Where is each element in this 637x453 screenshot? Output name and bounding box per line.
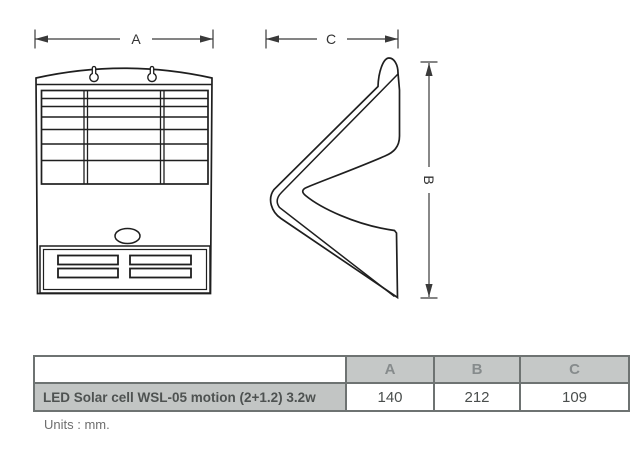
led-slot [129,267,192,279]
front-view [35,65,213,295]
value-c-cell: 109 [519,382,630,412]
side-view [269,57,401,300]
dim-a-arrow-right [200,35,213,43]
grid-row-lines [41,97,208,162]
dimension-table: A B C LED Solar cell WSL-05 motion (2+1.… [33,355,630,412]
led-slot [57,267,119,279]
table-header-row: A B C [33,355,630,384]
product-name-cell: LED Solar cell WSL-05 motion (2+1.2) 3.2… [33,382,347,412]
value-a-cell: 140 [345,382,435,412]
side-profile-outline [269,57,401,300]
dim-c-arrow-left [266,35,279,43]
dim-b-arrow-top [425,63,433,76]
units-note: Units : mm. [44,417,110,432]
dimension-b: B [420,61,438,299]
dim-c-label: C [326,31,336,47]
side-profile-inner-line [276,73,399,298]
technical-drawing: A C B [34,29,438,300]
table-row: LED Solar cell WSL-05 motion (2+1.2) 3.2… [33,382,630,412]
solar-panel-grid [40,89,209,185]
dim-c-arrow-right [385,35,398,43]
body-outline [35,67,213,295]
grid-column-lines [83,90,165,184]
led-slot [57,254,119,266]
led-panel-inner [42,248,208,291]
keyhole-slot-right [147,65,157,83]
column-header-a: A [345,355,435,384]
table-blank-cell [33,355,347,384]
keyhole-slot-left [89,65,99,83]
dimension-c: C [265,29,399,49]
led-slot [129,254,192,266]
dim-b-arrow-bottom [425,284,433,297]
column-header-b: B [433,355,521,384]
dim-b-label: B [421,175,437,184]
led-panel-outer [39,245,211,294]
motion-sensor-oval [114,227,141,245]
value-b-cell: 212 [433,382,521,412]
dimension-a: A [34,29,214,49]
dim-a-label: A [131,31,141,47]
column-header-c: C [519,355,630,384]
dim-a-arrow-left [35,35,48,43]
